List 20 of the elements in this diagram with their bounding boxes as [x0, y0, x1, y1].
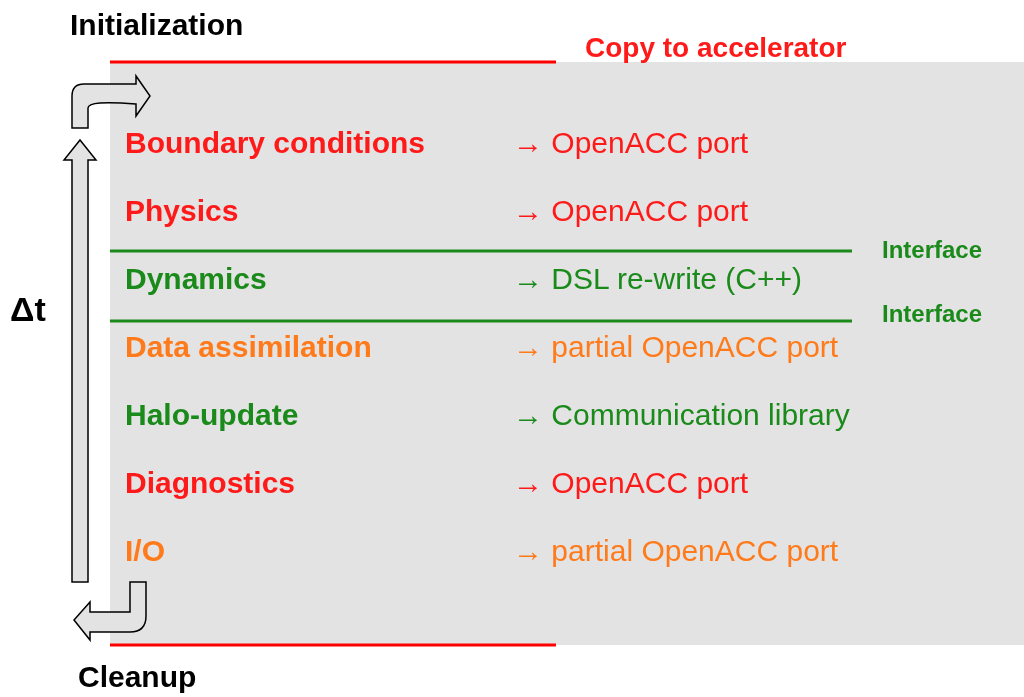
porting-note: → DSL re-write (C++) — [513, 264, 802, 294]
component-name: Dynamics — [125, 264, 267, 294]
interface-label: Interface — [882, 302, 983, 326]
component-name: Data assimilation — [125, 332, 372, 362]
component-name: Halo-update — [125, 400, 299, 430]
porting-note: → partial OpenACC port — [513, 536, 839, 566]
porting-note: → OpenACC port — [513, 128, 749, 158]
porting-note: → OpenACC port — [513, 196, 749, 226]
porting-note: → Communication library — [513, 400, 850, 430]
heading: Initialization — [70, 10, 244, 40]
interface-label: Interface — [882, 238, 983, 262]
porting-note: → partial OpenACC port — [513, 332, 839, 362]
heading: Copy to accelerator — [585, 34, 847, 62]
heading: Cleanup — [78, 662, 197, 692]
porting-note: → OpenACC port — [513, 468, 749, 498]
component-name: Diagnostics — [125, 468, 296, 498]
component-name: I/O — [125, 536, 165, 566]
component-name: Boundary conditions — [125, 128, 425, 158]
time-step-label: Δt — [10, 292, 46, 326]
component-name: Physics — [125, 196, 239, 226]
